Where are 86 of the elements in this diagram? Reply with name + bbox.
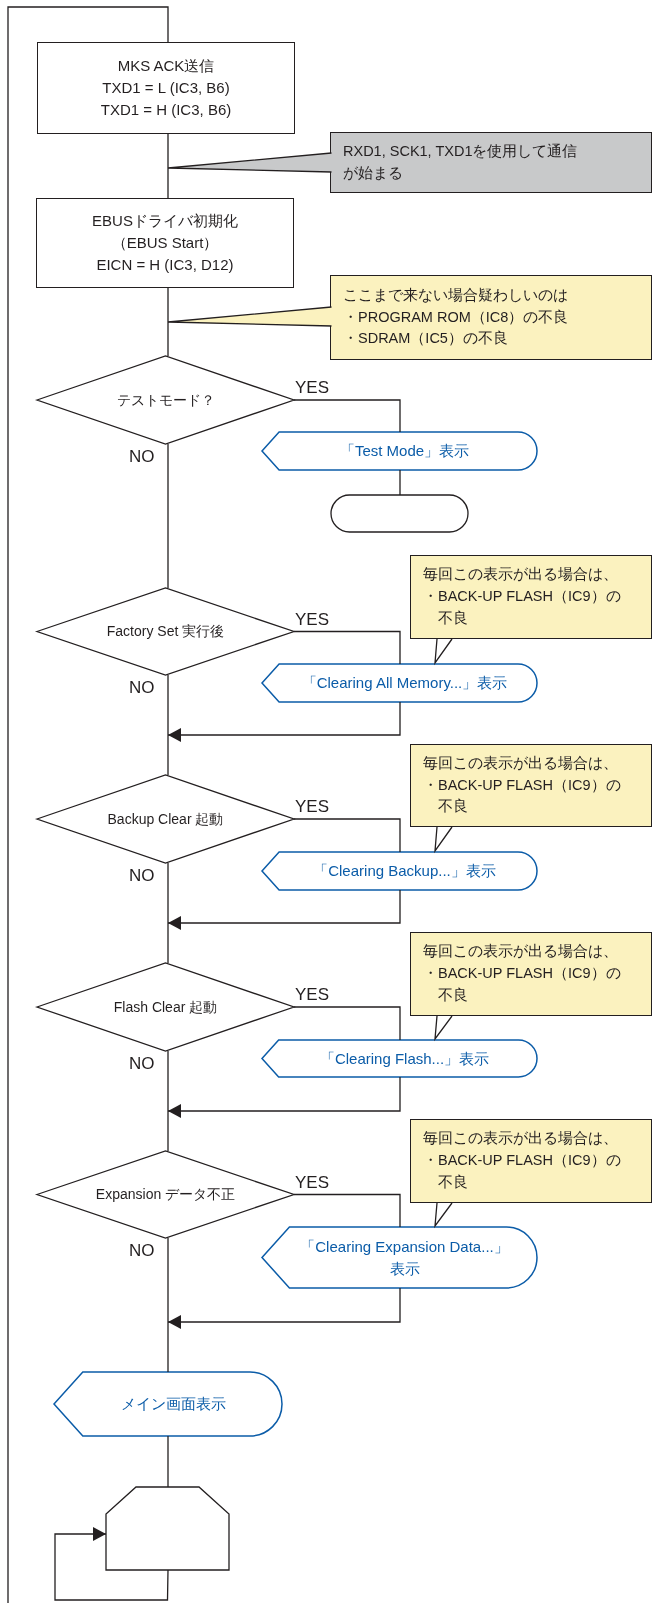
process-text: MKS ACK送信 [117,56,215,77]
note-text: 毎回この表示が出る場合は、 [423,942,618,962]
callout-pointer [434,1202,453,1229]
callout-pointer [434,638,453,666]
branch-label: NO [129,1055,155,1072]
connector-line [293,399,401,433]
note-text: RXD1, SCK1, TXD1を使用して通信が始まる [343,141,579,183]
display-shape [262,1227,537,1288]
arrow [167,1287,401,1329]
branch-label: YES [295,986,330,1003]
display-text: 「Clearing Flash...」表示 [319,1048,490,1069]
connector-line [167,1050,169,1152]
note-callout [410,744,652,827]
branch-label: NO [129,867,155,884]
process-box [36,198,294,288]
branch-label: YES [295,798,330,815]
note-text: ここまで来ない場合疑わしいのは [343,285,568,305]
connector-line [293,630,401,665]
display-shape [262,664,537,702]
branch-label: NO [129,448,155,465]
note-text: ・BACK-UP FLASH（IC9）の不良 [423,587,622,628]
decision-text: Factory Set 実行後 [106,622,225,641]
decision-text: Backup Clear 起動 [107,809,224,829]
callout-pointer [167,306,333,327]
branch-label: NO [129,1242,155,1259]
branch-label: NO [129,679,155,696]
display-text: 「Clearing Expansion Data...」表示 [299,1236,510,1279]
process-text: TXD1 = L (IC3, B6) [102,78,230,99]
display-shape [262,852,537,890]
note-text: ・SDRAM（IC5）の不良 [343,329,508,349]
connector-line [167,1435,169,1488]
note-callout [410,932,652,1016]
connector-line [293,1193,401,1228]
process-text: TXD1 = H (IC3, B6) [100,99,232,120]
decision-diamond [37,775,294,863]
decision-text: Flash Clear 起動 [113,997,218,1017]
connector-line [7,6,169,1603]
arrow [167,701,401,742]
terminator-shape [331,495,468,532]
decision-text: Expansion データ不正 [95,1185,236,1204]
process-box [37,42,295,134]
branch-label: YES [295,610,330,628]
decision-diamond [37,356,294,444]
callout-pointer [167,152,333,173]
note-callout [330,132,652,193]
connector-line [167,287,169,357]
note-callout [330,275,652,360]
connector-line [167,443,169,589]
connector-line [167,133,169,199]
connector-line [167,674,169,776]
connector-line [293,818,401,853]
process-text: （EBUS Start） [111,233,219,254]
display-text: 「Clearing Backup...」表示 [313,861,496,882]
display-shape [262,1040,537,1077]
display-text: 「Clearing All Memory...」表示 [301,673,508,694]
process-text: EICN = H (IC3, D12) [96,254,234,275]
decision-diamond [37,588,294,675]
connector-line [293,1006,401,1041]
branch-label: YES [295,1173,330,1191]
arrow [167,1076,401,1118]
callout-pointer [434,1015,453,1042]
loop-limit-shape [106,1487,229,1570]
note-text: ・BACK-UP FLASH（IC9）の不良 [423,775,622,817]
arrow [54,1527,169,1601]
connector-line [167,1237,169,1373]
branch-label: YES [295,379,330,396]
decision-diamond [37,963,294,1051]
decision-diamond [37,1151,294,1238]
connector-line [167,862,169,964]
display-text: メイン画面表示 [120,1394,226,1415]
note-text: ・PROGRAM ROM（IC8）の不良 [343,307,569,327]
callout-pointer [434,826,453,854]
display-shape [54,1372,282,1436]
arrow [167,889,401,930]
note-text: ・BACK-UP FLASH（IC9）の不良 [423,1151,622,1192]
note-text: 毎回この表示が出る場合は、 [423,1129,618,1149]
decision-text: テストモード？ [116,390,215,410]
display-shape [262,432,537,470]
connector-line [399,469,401,496]
note-text: 毎回この表示が出る場合は、 [423,565,618,585]
note-callout [410,1119,652,1203]
process-text: EBUSドライバ初期化 [92,211,238,232]
note-text: 毎回この表示が出る場合は、 [423,753,618,773]
note-text: ・BACK-UP FLASH（IC9）の不良 [423,964,622,1005]
note-callout [410,555,652,639]
display-text: 「Test Mode」表示 [339,441,470,462]
